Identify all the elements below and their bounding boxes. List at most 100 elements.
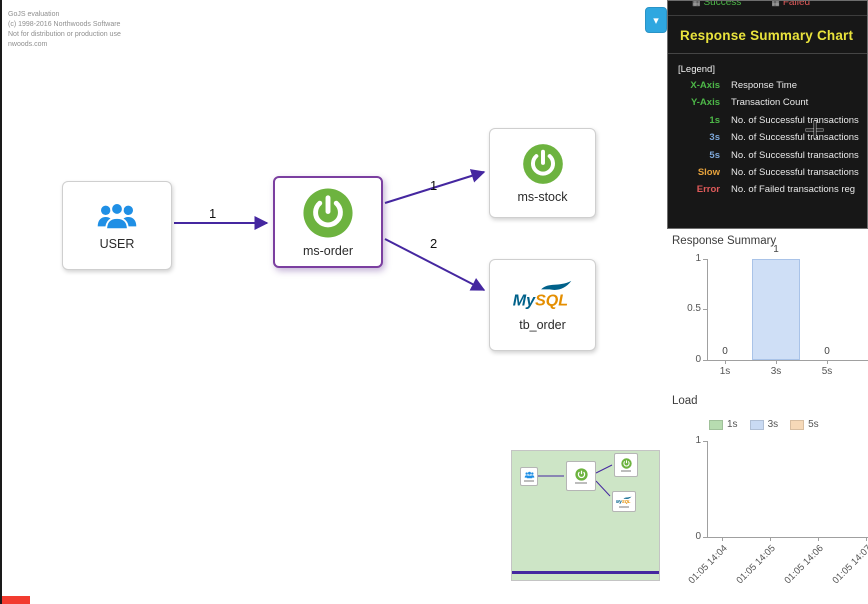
load-chart-title: Load <box>672 395 698 407</box>
collapse-panel-button[interactable]: ▾ <box>645 7 667 33</box>
legend-key: Y-Axis <box>690 97 720 109</box>
legend-item-1s[interactable]: 1s <box>709 419 738 430</box>
legend-swatch <box>709 419 723 430</box>
legend-panel: ▦Success ▦Failed Response Summary Chart … <box>667 0 868 229</box>
y-axis-line <box>707 441 708 538</box>
legend-desc: No. of Successful transactions <box>731 132 859 144</box>
minimap-label-bar <box>619 505 629 508</box>
charts-area: Response Summary 1 0.5 0 0 1 0 1s 3s 5s … <box>667 229 868 604</box>
legend-key: 3s <box>709 132 720 144</box>
legend-row-error: Error No. of Failed transactions reg <box>668 184 867 201</box>
y-tick-label: 0 <box>695 531 701 542</box>
mysql-logo-icon: MySQL <box>616 496 632 504</box>
legend-key: X-Axis <box>690 80 720 91</box>
tick-mark <box>703 309 707 310</box>
legend-key: Slow <box>697 166 720 178</box>
watermark-line: (c) 1998-2016 Northwoods Software <box>8 21 121 28</box>
x-axis-line <box>707 537 868 538</box>
y-axis-line <box>707 259 708 361</box>
tick-mark <box>725 360 726 364</box>
node-label: ms-stock <box>517 189 568 204</box>
legend-desc: Transaction Count <box>731 97 809 109</box>
spring-boot-icon <box>574 468 588 481</box>
y-tick-label: 0 <box>695 354 701 365</box>
edge-label-order-db: 2 <box>430 236 438 251</box>
load-chart-legend: 1s 3s 5s <box>709 419 819 430</box>
legend-desc: Response Time <box>731 80 798 91</box>
tick-mark <box>703 537 707 538</box>
legend-row-y-axis: Y-Axis Transaction Count <box>668 97 867 114</box>
legend-row-1s: 1s No. of Successful transactions <box>668 115 867 132</box>
tick-mark <box>703 441 707 442</box>
legend-item-3s[interactable]: 3s <box>749 419 778 430</box>
node-tb-order[interactable]: MySQL tb_order <box>489 259 596 351</box>
diagram-overview-minimap[interactable]: MySQL <box>511 450 660 581</box>
svg-text:MySQL: MySQL <box>512 291 567 309</box>
minimap-label-bar <box>575 482 587 484</box>
users-icon <box>524 471 534 479</box>
bar-value-label: 0 <box>722 346 728 357</box>
status-failed[interactable]: ▦Failed <box>771 1 810 8</box>
left-edge-border <box>0 0 2 604</box>
status-success[interactable]: ▦Success <box>692 1 741 8</box>
legend-desc: No. of Failed transactions reg <box>731 184 856 196</box>
node-ms-order[interactable]: ms-order <box>273 176 383 268</box>
minimap-edges <box>538 464 613 497</box>
diagram-canvas[interactable]: GoJS evaluation (c) 1998-2016 Northwoods… <box>0 0 667 604</box>
node-label: tb_order <box>519 317 566 332</box>
minimap-divider-line <box>512 571 659 574</box>
bar-value-label: 0 <box>824 346 830 357</box>
minimap-node-user <box>520 467 538 486</box>
minimap-node-ms-order <box>566 461 596 491</box>
watermark-line: nwoods.com <box>8 41 48 48</box>
tick-mark <box>776 360 777 364</box>
table-icon: ▦ <box>771 1 780 7</box>
x-tick-label: 01:05 14:07 <box>830 543 868 587</box>
legend-list: X-Axis Response Time Y-Axis Transaction … <box>668 80 867 202</box>
legend-key: 1s <box>709 114 720 126</box>
legend-item-5s[interactable]: 5s <box>790 419 819 430</box>
edge-order-db[interactable] <box>384 238 486 291</box>
legend-key: Error <box>696 184 720 196</box>
legend-row-5s: 5s No. of Successful transactions <box>668 150 867 167</box>
legend-header: [Legend] <box>678 64 715 75</box>
node-label: ms-order <box>302 243 353 258</box>
minimap-node-ms-stock <box>614 453 638 477</box>
diagram-edges <box>174 169 486 291</box>
legend-swatch <box>749 419 764 430</box>
minimap-label-bar <box>524 480 534 482</box>
node-label: USER <box>99 237 135 251</box>
legend-row-slow: Slow No. of Successful transactions <box>668 167 867 184</box>
x-tick-label: 1s <box>719 366 731 377</box>
legend-key: 5s <box>709 149 720 161</box>
right-panel: ▦Success ▦Failed Response Summary Chart … <box>667 0 868 604</box>
x-tick-label: 5s <box>821 366 833 377</box>
chevron-down-icon: ▾ <box>653 14 659 27</box>
tick-mark <box>818 537 819 541</box>
legend-swatch <box>790 419 805 430</box>
legend-desc: No. of Successful transactions <box>731 114 859 126</box>
watermark-line: Not for distribution or production use <box>8 31 121 38</box>
users-icon <box>97 202 137 231</box>
tick-mark <box>827 360 828 364</box>
y-tick-label: 0.5 <box>687 303 701 314</box>
x-tick-label: 01:05 14:06 <box>782 543 826 587</box>
node-ms-stock[interactable]: ms-stock <box>489 128 596 218</box>
legend-row-3s: 3s No. of Successful transactions <box>668 132 867 149</box>
bar-3s[interactable] <box>752 259 800 360</box>
minimap-label-bar <box>621 470 631 472</box>
tick-mark <box>866 537 867 541</box>
legend-row-x-axis: X-Axis Response Time <box>668 80 867 97</box>
edge-order-stock[interactable] <box>384 169 486 204</box>
x-tick-label: 01:05 14:05 <box>734 543 778 587</box>
legend-desc: No. of Successful transactions <box>731 149 859 161</box>
legend-label: 5s <box>808 419 819 430</box>
status-strip: ▦Success ▦Failed <box>668 1 867 16</box>
legend-desc: No. of Successful transactions <box>731 166 859 178</box>
node-user[interactable]: USER <box>62 181 172 270</box>
status-success-label: Success <box>703 1 742 8</box>
cursor-crosshair-bar <box>814 121 816 138</box>
legend-label: 1s <box>727 419 738 430</box>
gojs-watermark: GoJS evaluation (c) 1998-2016 Northwoods… <box>8 10 121 50</box>
